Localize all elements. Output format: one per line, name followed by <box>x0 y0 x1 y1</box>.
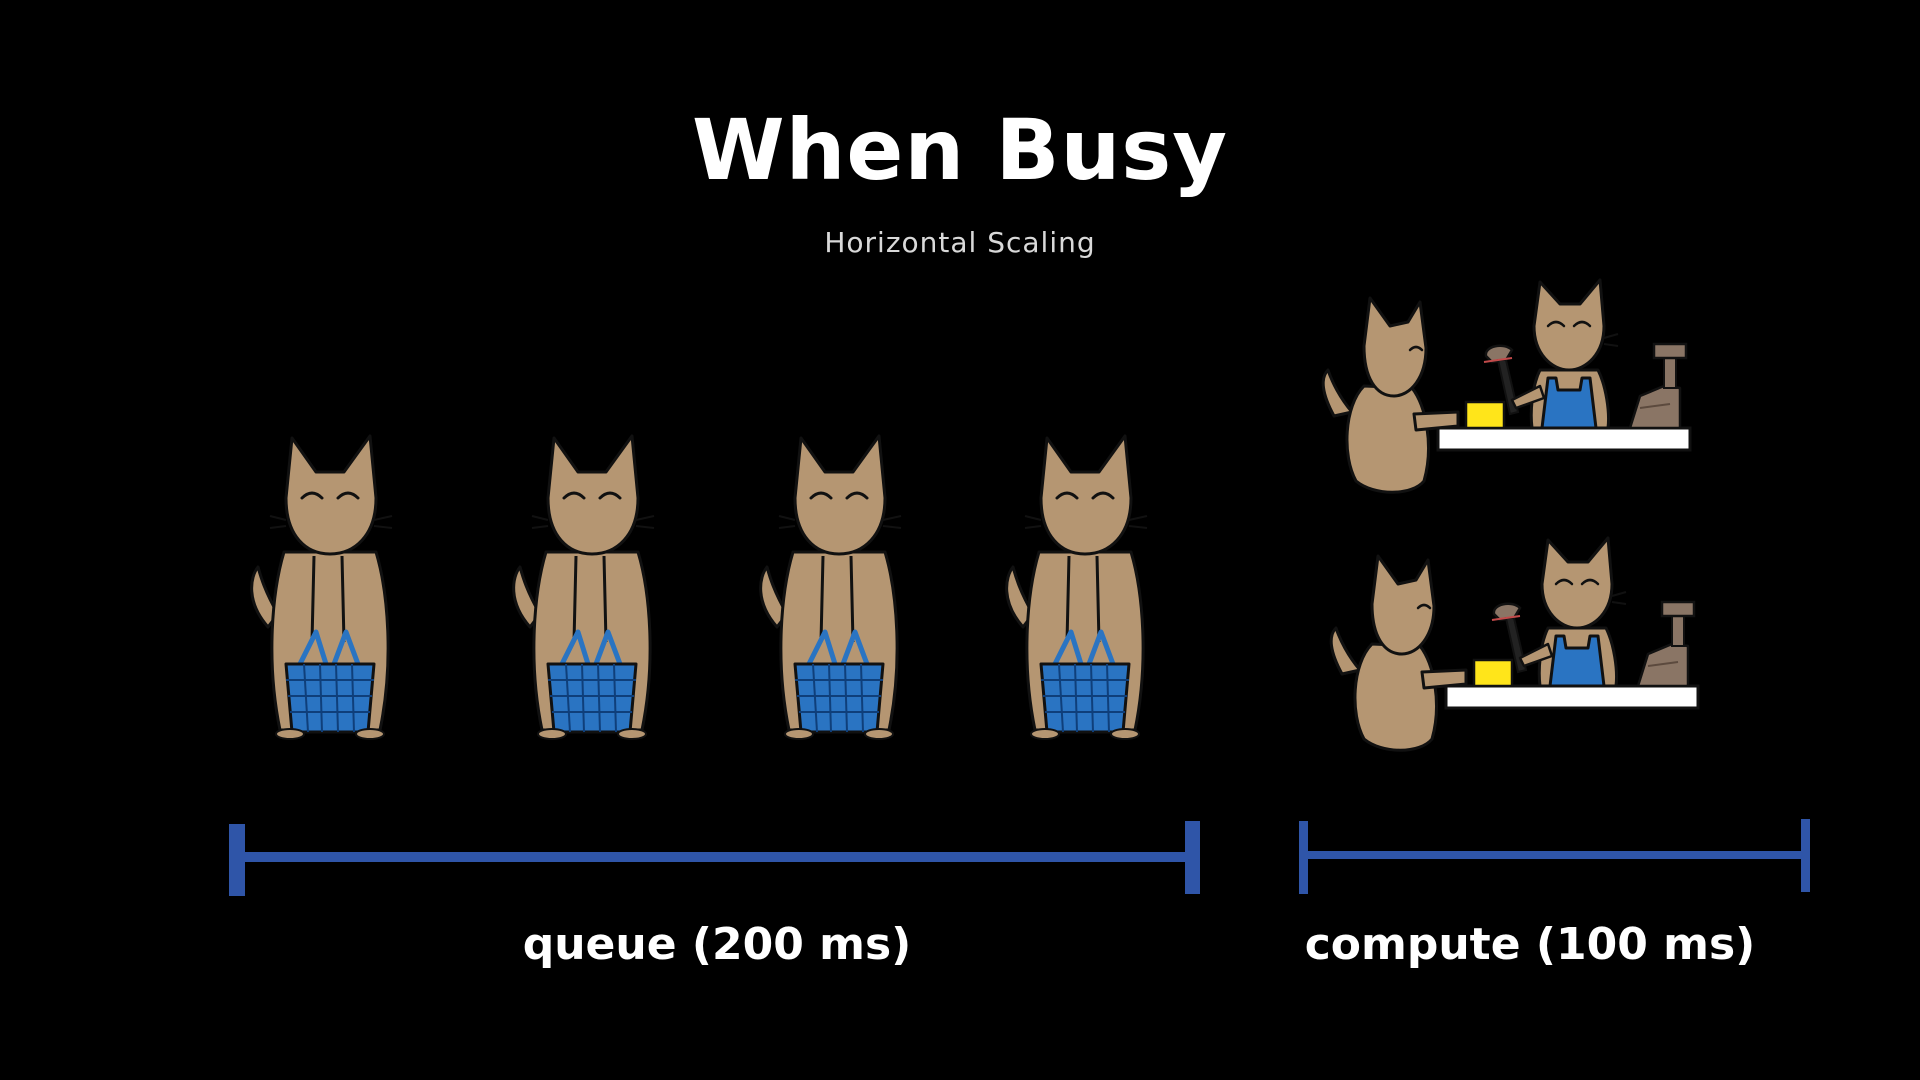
cat-with-basket-icon <box>514 436 654 739</box>
cat-with-basket-icon <box>1007 436 1147 739</box>
compute-label: compute (100 ms) <box>1304 919 1756 970</box>
queue-label: queue (200 ms) <box>522 919 912 970</box>
checkout-counter-icon <box>1329 536 1700 752</box>
slide-title: When Busy <box>691 101 1229 199</box>
queue-duration-bar <box>229 821 1200 896</box>
slide-subtitle: Horizontal Scaling <box>824 226 1096 259</box>
cat-with-basket-icon <box>252 436 392 739</box>
checkout-counter-icon <box>1321 278 1692 494</box>
compute-duration-bar <box>1299 819 1810 894</box>
cat-with-basket-icon <box>761 436 901 739</box>
